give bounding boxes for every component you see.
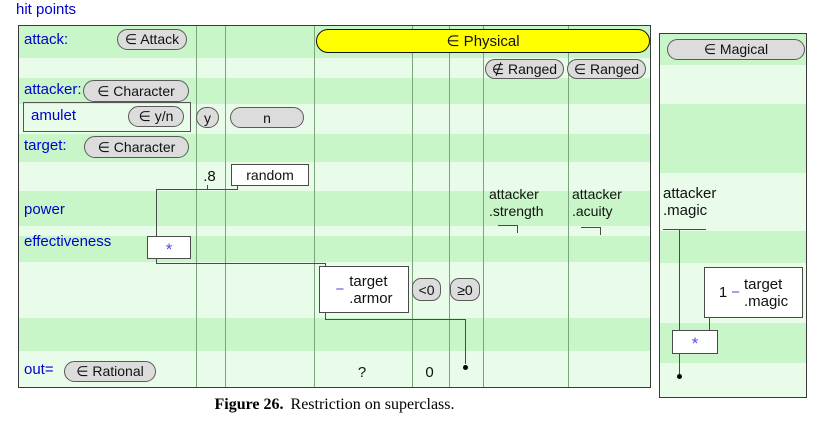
ranged-pill[interactable]: ∈ Ranged <box>567 59 646 79</box>
row-label-target: target: <box>24 137 67 154</box>
cell-attacker-acuity[interactable]: attacker .acuity <box>572 186 622 220</box>
grid-line <box>483 26 484 387</box>
physical-class-pill[interactable]: ∈ Physical <box>316 29 650 53</box>
connector-stub <box>498 225 518 226</box>
row-label-attacker: attacker: <box>24 81 82 98</box>
connector-line <box>156 263 326 264</box>
cell-attacker-strength[interactable]: attacker .strength <box>489 186 543 220</box>
connector-stub <box>600 227 601 235</box>
row-label-attack: attack: <box>24 31 69 48</box>
row-label-effectiveness: effectiveness <box>24 233 112 250</box>
figure-caption-text: Restriction on superclass. <box>290 396 455 413</box>
ge-zero-pill[interactable]: ≥0 <box>450 278 480 301</box>
grid-line <box>225 26 226 387</box>
not-ranged-pill[interactable]: ∉ Ranged <box>485 59 564 79</box>
connector-stub <box>581 227 601 228</box>
row-stripe <box>660 231 806 263</box>
output-dot <box>677 374 682 379</box>
row-label-out: out= <box>24 361 54 378</box>
cell-zero[interactable]: 0 <box>425 363 434 381</box>
ref-line: attacker <box>489 186 539 202</box>
times-operator: * <box>691 334 699 353</box>
grid-line <box>568 26 569 387</box>
connector-line <box>325 313 326 319</box>
amulet-cell-border <box>23 102 191 132</box>
connector-line <box>465 319 466 364</box>
connector-line <box>679 229 680 330</box>
ref-line: .magic <box>663 202 708 219</box>
output-dot <box>463 365 468 370</box>
target-armor-ref: target .armor <box>349 273 392 307</box>
cell-random[interactable]: random <box>231 164 309 186</box>
less-than-zero-pill[interactable]: <0 <box>412 278 441 301</box>
ref-line: target <box>349 272 388 290</box>
amulet-type-pill[interactable]: ∈ y/n <box>128 106 184 127</box>
connector-line <box>156 189 157 236</box>
minus-operator: − <box>731 284 740 301</box>
connector-stub <box>517 225 518 233</box>
connector-line <box>156 189 238 190</box>
times-operator: * <box>165 239 173 259</box>
minus-armor-box[interactable]: − target .armor <box>319 266 409 313</box>
ref-line: attacker <box>663 185 717 202</box>
attack-type-pill[interactable]: ∈ Attack <box>117 29 187 50</box>
connector-line <box>325 319 466 320</box>
row-stripe <box>660 104 806 173</box>
grid-line <box>412 26 413 387</box>
effectiveness-times-box[interactable]: * <box>147 236 191 259</box>
grid-line <box>196 26 197 387</box>
magical-times-box[interactable]: * <box>672 330 718 354</box>
row-label-amulet: amulet <box>31 107 77 124</box>
cell-attacker-magic[interactable]: attacker .magic <box>663 185 716 219</box>
grid-line <box>449 26 450 387</box>
form-title: hit points <box>16 1 77 18</box>
connector-line <box>663 229 706 230</box>
connector-line <box>679 354 680 374</box>
magical-panel <box>659 33 807 398</box>
amulet-n-pill[interactable]: n <box>230 107 304 128</box>
ref-line: target <box>743 275 783 293</box>
attacker-type-pill[interactable]: ∈ Character <box>83 80 189 102</box>
ref-line: .acuity <box>572 203 613 219</box>
row-stripe <box>19 318 650 351</box>
ref-line: attacker <box>572 186 622 202</box>
connector-line <box>237 186 238 190</box>
target-magic-ref: target .magic <box>744 276 788 310</box>
amulet-y-pill[interactable]: y <box>196 107 219 128</box>
out-type-pill[interactable]: ∈ Rational <box>64 361 156 382</box>
grid-line <box>314 26 315 387</box>
magical-class-pill[interactable]: ∈ Magical <box>667 39 805 60</box>
ref-line: .armor <box>349 289 393 307</box>
minus-operator: − <box>335 281 345 298</box>
figure-caption: Figure 26. Restriction on superclass. <box>18 396 651 414</box>
cell-question[interactable]: ? <box>357 363 367 381</box>
ref-line: .strength <box>489 203 544 219</box>
figure-caption-label: Figure 26. <box>214 396 284 413</box>
row-stripe <box>19 191 650 226</box>
ref-line: .magic <box>743 292 789 310</box>
cell-point-eight[interactable]: .8 <box>203 167 216 185</box>
connector-line <box>709 318 710 330</box>
connector-line <box>156 259 157 263</box>
target-type-pill[interactable]: ∈ Character <box>84 136 189 158</box>
row-stripe <box>19 236 650 262</box>
connector-line <box>207 185 208 190</box>
one-minus-magic-box[interactable]: 1 − target .magic <box>704 267 803 318</box>
connector-line <box>325 263 326 266</box>
row-label-power: power <box>24 201 65 218</box>
one-literal: 1 <box>718 284 728 301</box>
